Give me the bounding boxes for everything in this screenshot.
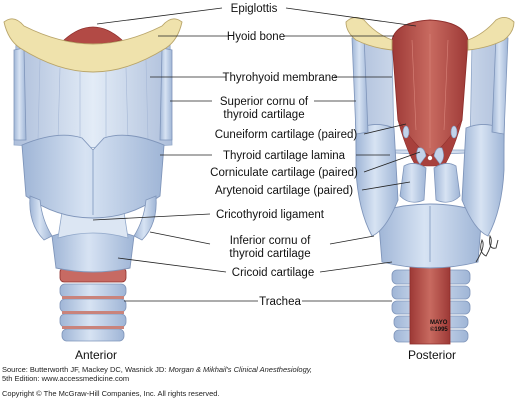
source-prefix: Source: Butterworth JF, Mackey DC, Wasni… xyxy=(2,365,169,374)
anterior-epiglottis xyxy=(63,26,123,45)
posterior-cuneiform-right xyxy=(450,125,458,139)
leader-lines xyxy=(92,7,421,302)
labels: Epiglottis Hyoid bone Thyrohyoid membran… xyxy=(75,3,456,362)
label-cricothyroid-ligament: Cricothyroid ligament xyxy=(216,209,325,221)
label-anterior-view: Anterior xyxy=(75,348,117,362)
label-superior-cornu-line1: Superior cornu of xyxy=(220,96,309,108)
mayo-stamp-line2: ©1995 xyxy=(430,326,448,333)
label-inferior-cornu-line2: thyroid cartilage xyxy=(229,248,310,260)
posterior-view: MAYO ©1995 xyxy=(345,17,515,345)
posterior-arytenoid-left xyxy=(399,163,427,203)
label-arytenoid: Arytenoid cartilage (paired) xyxy=(215,185,353,197)
artist-signature xyxy=(475,234,499,263)
label-inferior-cornu-line1: Inferior cornu of xyxy=(230,235,311,247)
source-title: Morgan & Mikhail's Clinical Anesthesiolo… xyxy=(168,365,313,374)
label-thyrohyoid-membrane: Thyrohyoid membrane xyxy=(222,72,337,84)
anterior-view xyxy=(3,18,183,342)
label-superior-cornu-line2: thyroid cartilage xyxy=(223,109,304,121)
anterior-superior-cornu-left xyxy=(13,47,27,141)
label-epiglottis: Epiglottis xyxy=(231,3,278,15)
label-posterior-view: Posterior xyxy=(408,348,456,362)
posterior-hyoid-bone-right xyxy=(467,17,515,51)
anterior-superior-cornu-right xyxy=(159,47,173,141)
label-cuneiform: Cuneiform cartilage (paired) xyxy=(215,129,358,141)
posterior-corniculate-left xyxy=(416,147,427,165)
anterior-inferior-cornu-right xyxy=(133,195,157,241)
label-thyroid-lamina: Thyroid cartilage lamina xyxy=(223,150,346,162)
label-trachea: Trachea xyxy=(259,296,301,308)
anterior-inferior-cornu-left xyxy=(29,195,53,241)
posterior-thyroid-lamina-left xyxy=(355,124,399,237)
posterior-cuneiform-left xyxy=(402,125,410,139)
label-corniculate: Corniculate cartilage (paired) xyxy=(210,167,358,179)
label-cricoid: Cricoid cartilage xyxy=(232,267,314,279)
source-edition: 5th Edition: www.accessmedicine.com xyxy=(2,374,130,383)
figure-credits: Source: Butterworth JF, Mackey DC, Wasni… xyxy=(2,365,518,398)
anterior-hyoid-bone xyxy=(3,18,183,73)
posterior-thyroid-lamina-right xyxy=(461,124,505,237)
copyright-notice: Copyright © The McGraw-Hill Companies, I… xyxy=(2,389,220,398)
mayo-stamp-line1: MAYO xyxy=(430,320,448,326)
source-citation: Source: Butterworth JF, Mackey DC, Wasni… xyxy=(2,365,518,374)
posterior-trachea xyxy=(391,261,471,345)
posterior-corniculate-right xyxy=(433,147,444,165)
anterior-trachea xyxy=(59,267,127,342)
label-hyoid-bone: Hyoid bone xyxy=(227,31,285,43)
posterior-arytenoid-right xyxy=(433,163,461,203)
